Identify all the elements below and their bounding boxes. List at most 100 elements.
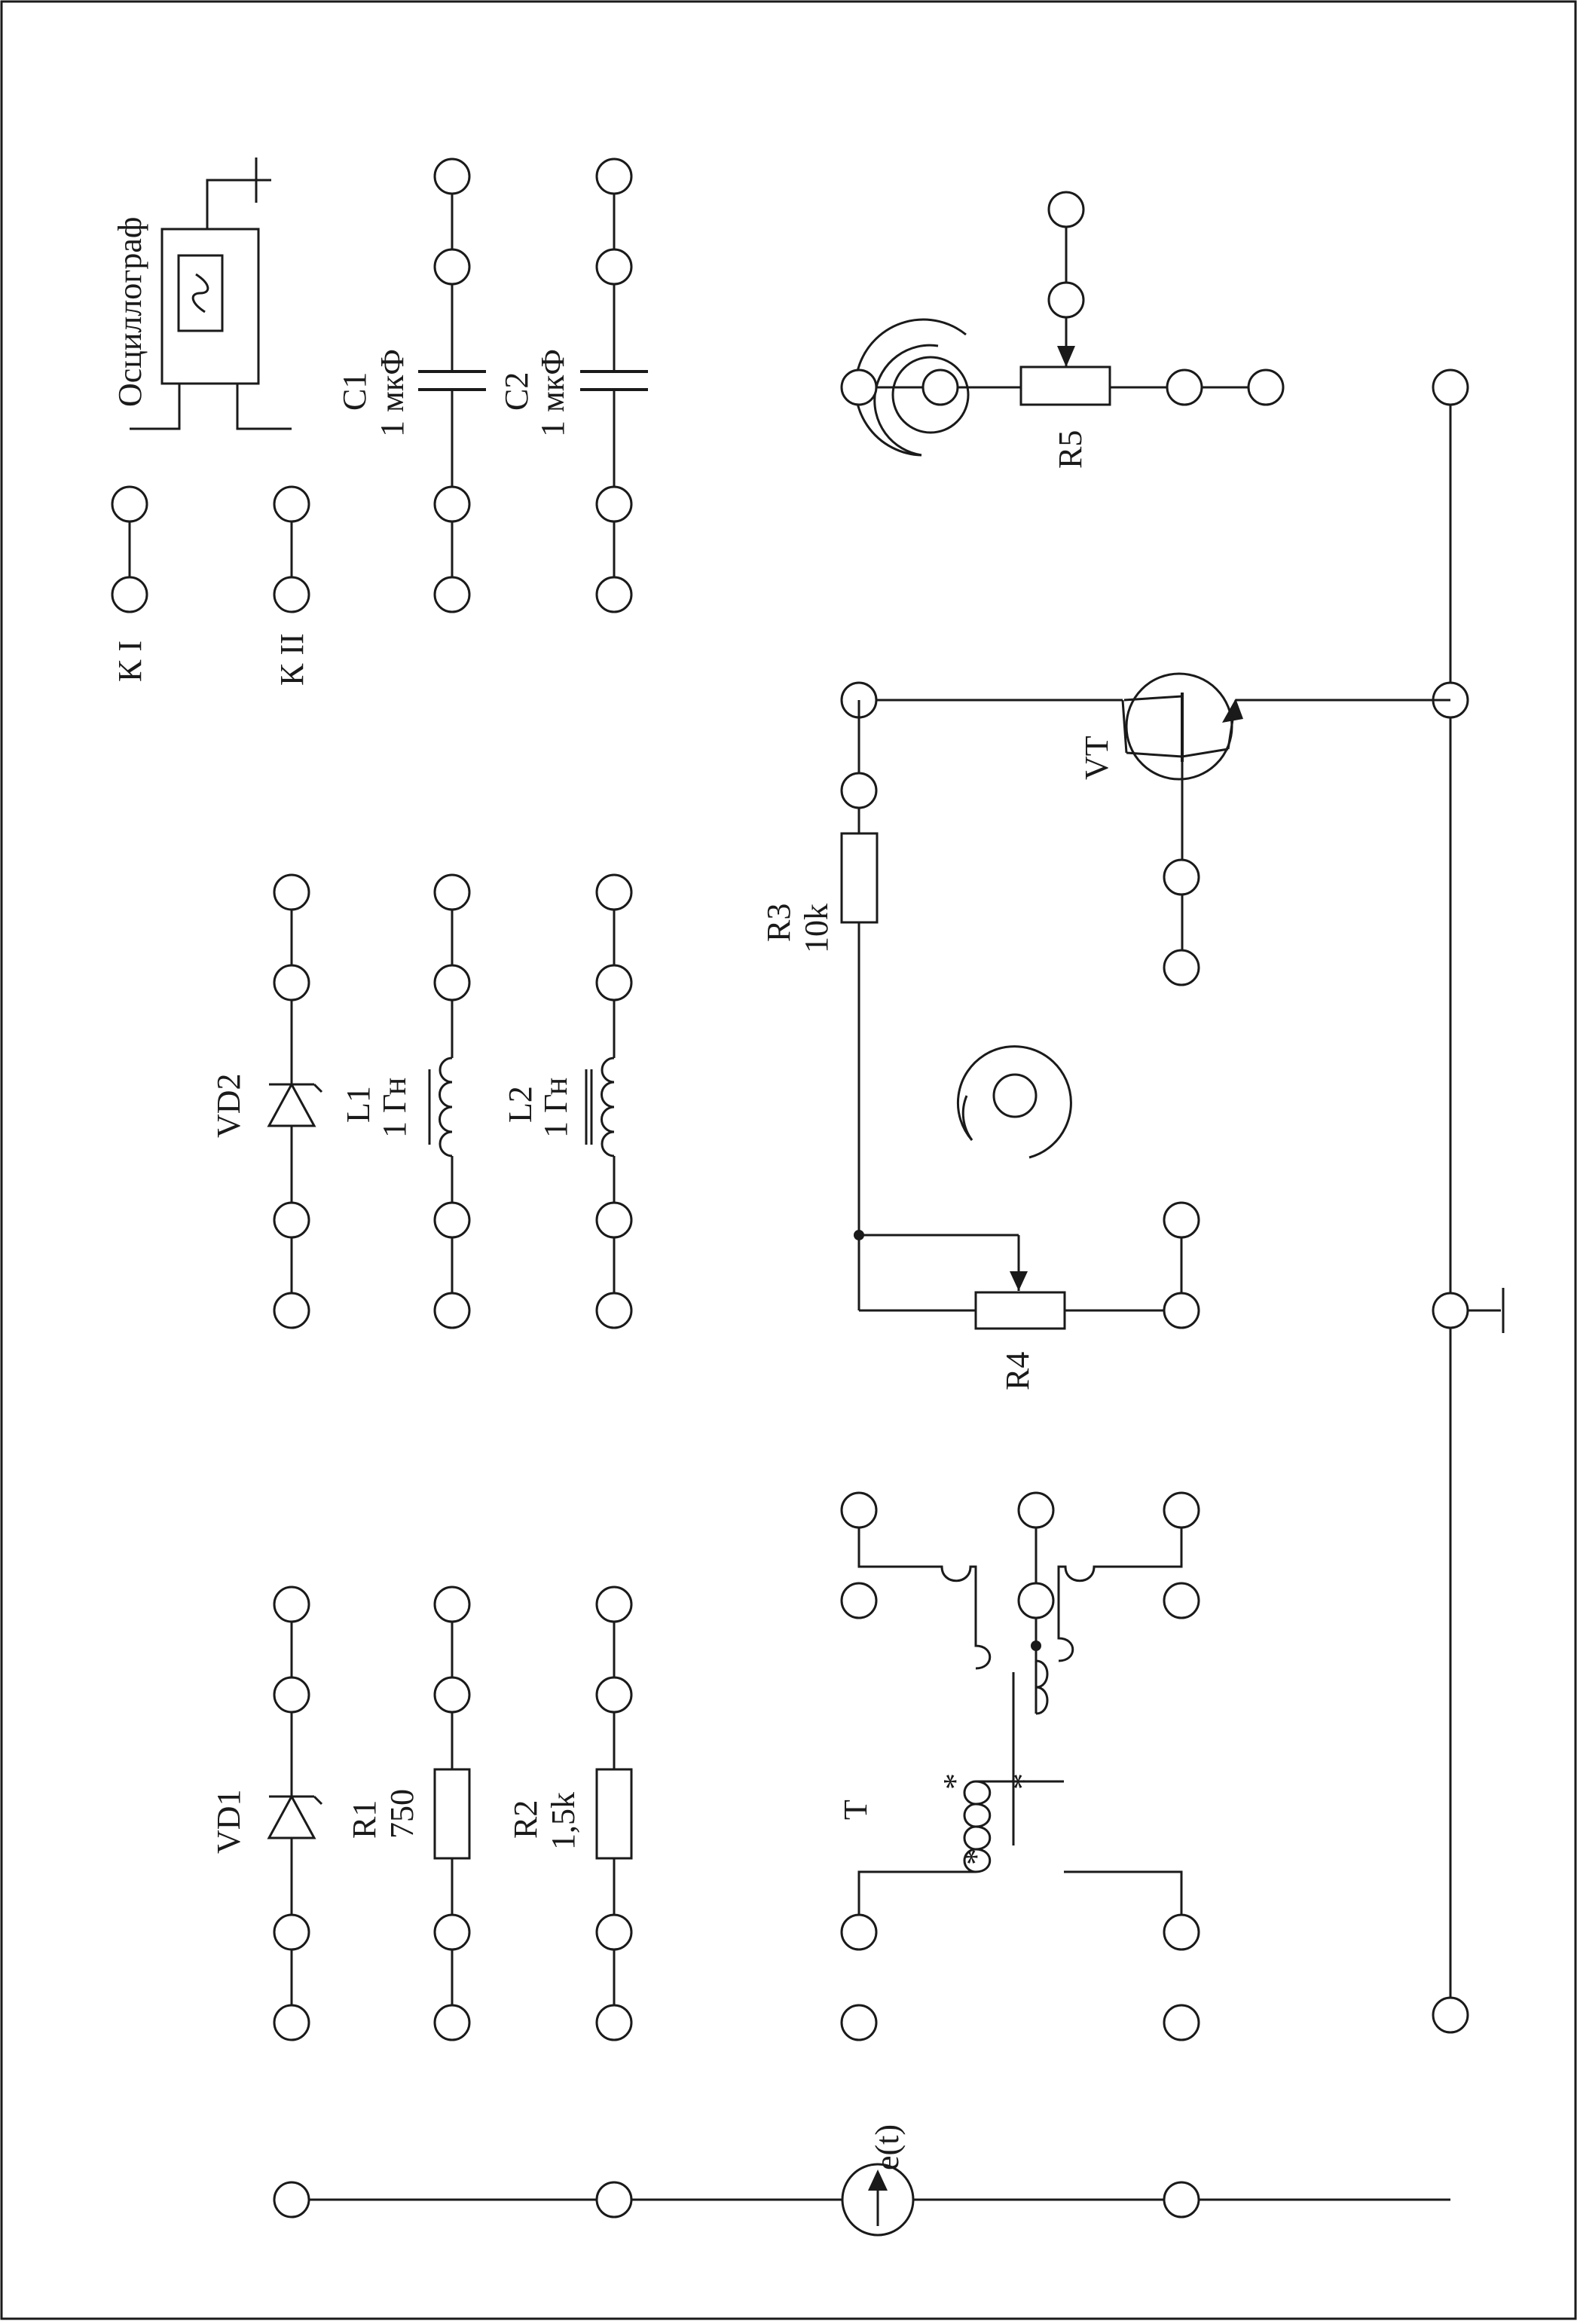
c2-terminal[interactable] [595,485,633,523]
c2-terminal[interactable] [595,576,633,613]
r2-terminal[interactable] [595,1586,633,1623]
l2-name: L2 [502,1086,539,1123]
t-secondary-terminal[interactable] [840,1491,878,1529]
l2-coil [601,1057,615,1157]
r1-terminal[interactable] [433,1676,471,1714]
bus-terminal[interactable] [1432,1996,1469,2034]
vt-base-terminal[interactable] [1163,858,1200,896]
r1-terminal[interactable] [433,1913,471,1951]
source-terminal[interactable] [1163,2181,1200,2219]
diode-vd2 [267,873,323,1329]
r4-terminal[interactable] [1163,1201,1200,1239]
schematic-body [111,157,1505,2237]
vd2-terminal[interactable] [273,1201,310,1239]
t-primary-terminal[interactable] [840,1913,878,1951]
resistor-r2 [595,1586,633,2041]
c2-terminal[interactable] [595,248,633,286]
t-primary-terminal[interactable] [840,2004,878,2041]
c1-terminal[interactable] [433,248,471,286]
vd1-terminal[interactable] [273,1913,310,1951]
r2-terminal[interactable] [595,1913,633,1951]
t-secondary-terminal[interactable] [840,1582,878,1619]
l1-terminal[interactable] [433,1201,471,1239]
sine-wave-icon [191,273,209,313]
r3-terminal[interactable] [840,772,878,809]
t-center-tap-terminal[interactable] [1017,1582,1055,1619]
l2-terminal[interactable] [595,1292,633,1329]
transformer-t [840,1491,1200,2041]
c1-terminal[interactable] [433,576,471,613]
r4-terminal[interactable] [1163,1292,1200,1329]
l1-coil [439,1057,453,1157]
vt-emitter-arrow [1222,699,1243,723]
source-e [273,2163,1450,2237]
c2-terminal[interactable] [595,157,633,195]
l1-terminal[interactable] [433,964,471,1001]
bus-terminal[interactable] [1432,1292,1469,1329]
t-secondary-terminal[interactable] [1163,1582,1200,1619]
r5-terminal[interactable] [840,368,878,406]
vd1-name: VD1 [210,1789,247,1854]
l2-terminal[interactable] [595,1201,633,1239]
capacitor-c1 [418,157,486,613]
r3-value: 10k [798,904,835,953]
r1-terminal[interactable] [433,2004,471,2041]
vd1-terminal[interactable] [273,1676,310,1714]
vd2-terminal[interactable] [273,873,310,911]
vt-body [1125,672,1233,781]
r5-wiper-terminal[interactable] [1047,281,1085,319]
vd2-terminal[interactable] [273,964,310,1001]
vd1-terminal[interactable] [273,1586,310,1623]
t-center-tap-terminal[interactable] [1017,1491,1055,1529]
ch2-terminal-inner[interactable] [273,485,310,523]
vd2-triangle [267,1081,316,1127]
r4-name: R4 [999,1352,1036,1390]
vd1-triangle [267,1793,316,1839]
r5-terminal[interactable] [921,368,959,406]
r4-knob-arc [961,1095,973,1141]
t-primary-coil [975,1825,992,1851]
l2-terminal[interactable] [595,964,633,1001]
r2-name: R2 [507,1800,544,1839]
bus-terminal[interactable] [1432,368,1469,406]
l1-terminal[interactable] [433,873,471,911]
ch2-terminal-outer[interactable] [273,576,310,613]
c1-terminal[interactable] [433,157,471,195]
t-secondary-lead [857,1510,992,1670]
r4-knob[interactable] [992,1073,1038,1118]
c1-terminal[interactable] [433,485,471,523]
t-primary-coil [975,1803,992,1828]
t-secondary-lead [1057,1510,1183,1662]
ch1-lead [130,384,181,430]
ground-bus [1432,368,1505,2034]
vd1-terminal[interactable] [273,2004,310,2041]
t-primary-terminal[interactable] [1163,2004,1200,2041]
r3-body [840,832,879,924]
vt-base-terminal[interactable] [1163,949,1200,986]
source-terminal[interactable] [595,2181,633,2219]
r5-wiper-terminal[interactable] [1047,191,1085,228]
r2-terminal[interactable] [595,1676,633,1714]
t-primary-lead [1064,1870,1183,1932]
l2-terminal[interactable] [595,873,633,911]
l1-terminal[interactable] [433,1292,471,1329]
vd2-terminal[interactable] [273,1292,310,1329]
r1-name: R1 [346,1800,383,1839]
r5-terminal[interactable] [1166,368,1203,406]
source-arrow-icon [868,2170,888,2191]
r5-name: R5 [1052,430,1089,469]
t-dot-mark: * [1004,1773,1041,1790]
ch1-terminal-inner[interactable] [111,485,148,523]
labels: Осциллограф К I К II C1 1 мкФ C2 1 мкФ R… [112,217,1115,2170]
t-secondary-coil-1 [1035,1659,1049,1715]
ch2-lead [236,384,292,430]
r5-terminal[interactable] [1247,368,1285,406]
inductor-l2 [585,873,633,1329]
r1-terminal[interactable] [433,1586,471,1623]
ch1-terminal-outer[interactable] [111,576,148,613]
source-terminal[interactable] [273,2181,310,2219]
t-primary-terminal[interactable] [1163,1913,1200,1951]
t-secondary-terminal[interactable] [1163,1491,1200,1529]
r2-terminal[interactable] [595,2004,633,2041]
